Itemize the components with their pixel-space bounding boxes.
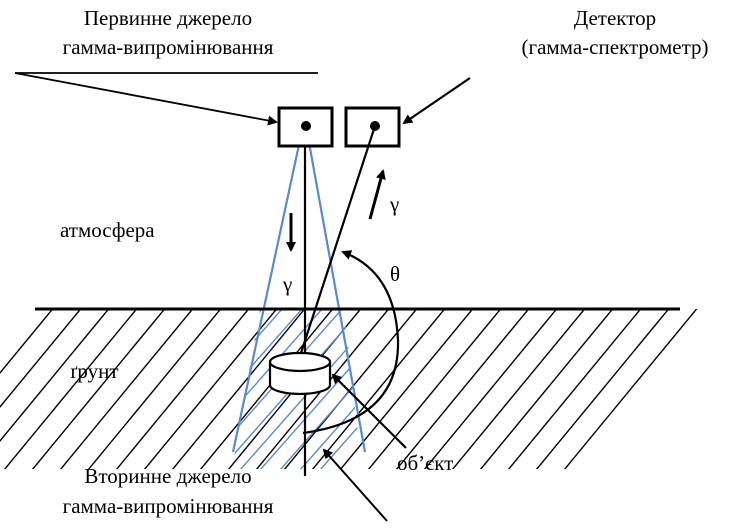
- soil-hatch-line-4: [31, 309, 166, 469]
- cone-hatch-line-11: [319, 309, 362, 469]
- primary-source-label-line1: Первинне джерело: [84, 6, 252, 30]
- cone-hatch-line-2: [232, 309, 291, 469]
- soil-hatch-line-7: [115, 309, 250, 469]
- soil-hatch-line-3: [3, 309, 138, 469]
- cone-hatch-line-10: [299, 309, 362, 469]
- detector-label-line1: Детектор: [574, 6, 656, 30]
- soil-hatch-line-21: [507, 309, 642, 469]
- soil-hatch-line-13: [283, 309, 418, 469]
- gamma-down-label: γ: [282, 272, 292, 296]
- soil-hatch-line-1: [0, 309, 82, 408]
- object-pointer-arrow: [331, 373, 407, 449]
- soil-hatch-line-17: [395, 309, 530, 469]
- soil-hatch-line-2: [0, 309, 110, 442]
- soil-hatch-line-14: [311, 309, 446, 469]
- soil-hatch-line-16: [367, 309, 502, 469]
- theta-label: θ: [390, 262, 400, 286]
- soil-hatch-line-15: [339, 309, 474, 469]
- gamma-up-arrow: [368, 169, 386, 220]
- object-label: об’єкт: [397, 451, 453, 475]
- primary-source-dot: [301, 121, 311, 131]
- atmosphere-label: атмосфера: [60, 218, 155, 242]
- theta-angle-arc: [302, 250, 400, 435]
- soil-hatch-line-18: [423, 309, 558, 469]
- soil-hatch-line-0: [0, 309, 54, 374]
- soil-hatch-line-20: [479, 309, 614, 469]
- object-cylinder: [268, 351, 332, 396]
- secondary-source-label-line2: гамма-випромінювання: [63, 494, 274, 518]
- gamma-up-label: γ: [389, 192, 399, 216]
- soil-hatch-line-9: [171, 309, 306, 469]
- soil-hatch-line-23: [563, 309, 698, 469]
- soil-label: ґрунт: [70, 359, 119, 383]
- detector-pointer-arrow: [402, 77, 471, 125]
- soil-hatch-line-6: [87, 309, 222, 469]
- soil-hatch-line-19: [451, 309, 586, 469]
- beam-cone-right-edge: [304, 125, 367, 453]
- detector-label-line2: (гамма-спектрометр): [521, 35, 708, 59]
- secondary-source-label-line1: Вторинне джерело: [84, 464, 251, 488]
- primary-source-label-line2: гамма-випромінювання: [63, 35, 274, 59]
- primary-source-pointer-arrow: [14, 72, 278, 126]
- secondary-source-pointer-arrow: [322, 448, 388, 522]
- scattered-ray-line: [298, 125, 377, 357]
- soil-hatch-line-5: [59, 309, 194, 469]
- soil-hatch-line-22: [535, 309, 670, 469]
- cone-hatch-line-8: [259, 309, 362, 469]
- beam-cone-left-edge: [231, 125, 305, 453]
